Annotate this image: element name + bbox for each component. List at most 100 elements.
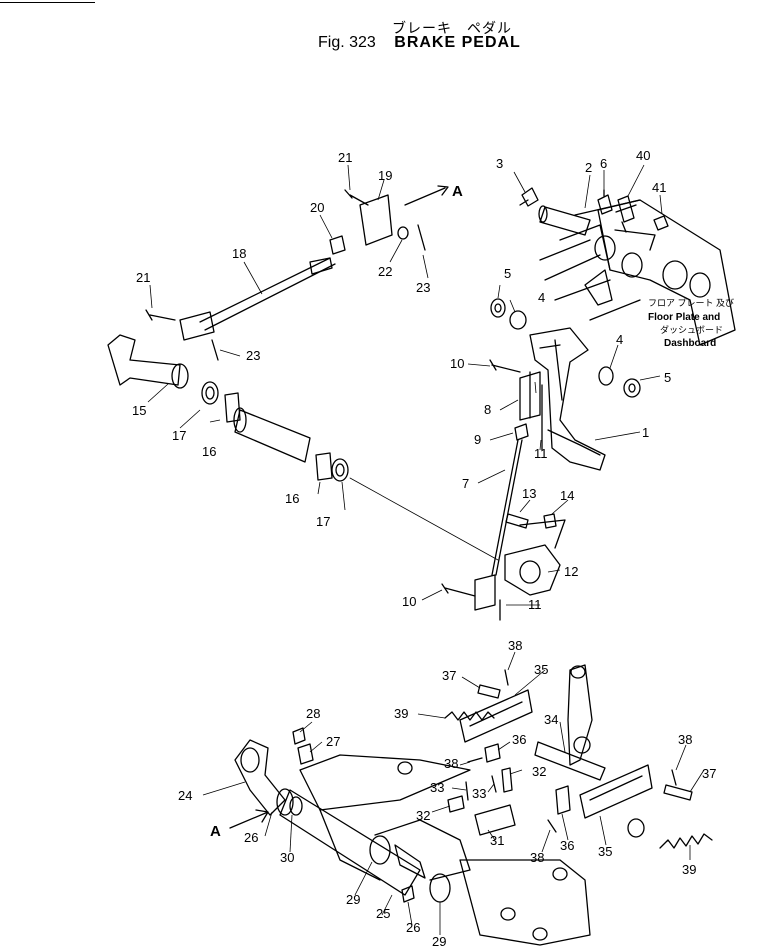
callout-4-lower: 4 xyxy=(616,332,623,347)
callout-1: 1 xyxy=(642,425,649,440)
callout-11-upper: 11 xyxy=(534,446,548,461)
clevis-35-upper xyxy=(459,689,533,743)
figure-name: BRAKE PEDAL xyxy=(394,34,521,51)
collar-29-lower xyxy=(429,873,451,903)
callout-21-lower: 21 xyxy=(136,270,150,285)
pin-26-lower xyxy=(401,885,415,903)
shaft-tube xyxy=(234,409,311,463)
callout-16-left: 16 xyxy=(202,444,216,459)
callout-20: 20 xyxy=(310,200,324,215)
brake-pedal-1 xyxy=(529,327,606,471)
callout-23-upper: 23 xyxy=(416,280,430,295)
washer-17-right xyxy=(331,458,349,482)
callout-35-upper: 35 xyxy=(534,662,548,677)
callout-38-c: 38 xyxy=(530,850,544,865)
callout-29-lower: 29 xyxy=(432,934,446,949)
clevis-lower xyxy=(474,574,496,611)
bolt-6 xyxy=(597,189,613,215)
callout-26-upper: 26 xyxy=(244,830,258,845)
pin-36-upper xyxy=(484,743,501,763)
callout-17-left: 17 xyxy=(172,428,186,443)
callout-8: 8 xyxy=(484,402,491,417)
callout-36-lower: 36 xyxy=(560,838,574,853)
bushing-4-right xyxy=(598,366,614,386)
callout-39-upper: 39 xyxy=(394,706,408,721)
nut-14 xyxy=(543,513,557,529)
callout-24: 24 xyxy=(178,788,192,803)
top-rule xyxy=(0,2,95,3)
callout-25: 25 xyxy=(376,906,390,921)
pin-36-lower xyxy=(555,785,571,815)
callout-39-lower: 39 xyxy=(682,862,696,877)
svg-text:ダッシュボード: ダッシュボード xyxy=(660,324,723,335)
callout-36-upper: 36 xyxy=(512,732,526,747)
callout-33-upper: 33 xyxy=(430,780,444,795)
callout-10-upper: 10 xyxy=(450,356,464,371)
callout-16-right: 16 xyxy=(285,491,299,506)
callout-17-right: 17 xyxy=(316,514,330,529)
spring-25 xyxy=(394,844,426,879)
callout-21-upper: 21 xyxy=(338,150,352,165)
floor-plate-bracket xyxy=(539,199,736,346)
callout-26-lower: 26 xyxy=(406,920,420,935)
arrow-a-lower xyxy=(229,809,269,829)
figure-title: Fig. 323 BRAKE PEDAL xyxy=(318,34,521,52)
nut-20 xyxy=(329,235,346,255)
callout-30: 30 xyxy=(280,850,294,865)
cotter-pin-23-upper xyxy=(417,224,426,251)
callout-5-upper: 5 xyxy=(504,266,511,281)
callout-27: 27 xyxy=(326,734,340,749)
bushing-4-left xyxy=(509,310,527,330)
arrow-label-upper: A xyxy=(452,183,463,200)
callout-41: 41 xyxy=(652,180,666,195)
callout-7: 7 xyxy=(462,476,469,491)
link-rod-34 xyxy=(534,741,606,781)
washer-5-left xyxy=(490,298,506,318)
callout-35-lower: 35 xyxy=(598,844,612,859)
frame-bracket xyxy=(299,754,471,881)
callout-5-lower: 5 xyxy=(664,370,671,385)
bolt-13 xyxy=(505,513,529,529)
svg-text:Dashboard: Dashboard xyxy=(664,338,716,349)
clevis-block-31 xyxy=(474,804,516,836)
callout-38-d: 38 xyxy=(678,732,692,747)
bearing-16-left xyxy=(224,392,241,423)
washer-5-right xyxy=(623,378,641,398)
callout-38-a: 38 xyxy=(508,638,522,653)
lever-15 xyxy=(107,334,189,389)
callout-33-lower: 33 xyxy=(472,786,486,801)
collar-29-upper xyxy=(369,835,391,865)
pin-2 xyxy=(538,205,591,236)
callout-19: 19 xyxy=(378,168,392,183)
bolt-37-upper xyxy=(477,684,501,699)
callout-34: 34 xyxy=(544,712,558,727)
callout-15: 15 xyxy=(132,403,146,418)
bolt-40 xyxy=(615,195,637,233)
callout-12: 12 xyxy=(564,564,578,579)
rod-7 xyxy=(491,439,523,576)
cotter-pin-23-lower xyxy=(211,339,219,361)
lever-24 xyxy=(234,739,286,816)
cotter-38-a xyxy=(504,669,509,686)
upper-arm-link xyxy=(567,664,593,766)
callout-38-b: 38 xyxy=(444,756,458,771)
floor-plate-lower xyxy=(459,859,591,946)
svg-text:フロア プレート 及び: フロア プレート 及び xyxy=(648,298,734,308)
clevis-8 xyxy=(519,371,541,421)
callout-4-upper: 4 xyxy=(538,290,545,305)
grease-fitting-3 xyxy=(519,187,539,207)
callout-10-lower: 10 xyxy=(402,594,416,609)
callout-23-lower: 23 xyxy=(246,348,260,363)
arrow-label-lower: A xyxy=(210,823,221,840)
washer-22 xyxy=(397,226,409,240)
pin-32-upper xyxy=(501,767,513,793)
clevis-35-lower xyxy=(579,764,653,819)
callout-28: 28 xyxy=(306,706,320,721)
bolt-37-lower xyxy=(663,784,693,801)
clevis-lower-rod xyxy=(179,311,215,341)
cotter-38-b xyxy=(467,757,483,763)
callout-37-lower: 37 xyxy=(702,766,716,781)
nut-41 xyxy=(653,215,669,231)
floor-plate-note: フロア プレート 及び Floor Plate and ダッシュボード Dash… xyxy=(648,298,734,349)
